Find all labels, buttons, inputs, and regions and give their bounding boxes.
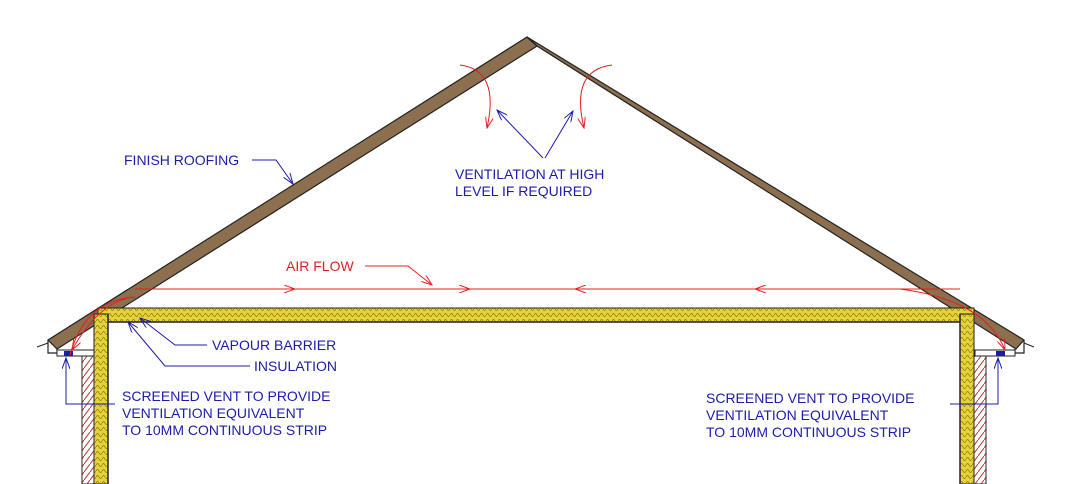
soffits bbox=[56, 349, 1016, 357]
vapour-barrier-label: VAPOUR BARRIER bbox=[212, 337, 336, 353]
ceiling-insulation bbox=[97, 307, 975, 323]
left-screened-vent bbox=[64, 351, 73, 356]
left-wall bbox=[81, 313, 109, 484]
air-flow-arrows bbox=[69, 64, 1005, 356]
vent-left-line3: TO 10MM CONTINUOUS STRIP bbox=[122, 422, 327, 438]
roof-rafters bbox=[36, 36, 1035, 354]
left-soffit bbox=[56, 349, 98, 357]
right-soffit bbox=[974, 349, 1016, 357]
air-flow-label: AIR FLOW bbox=[286, 258, 354, 274]
ventilation-label-line2: LEVEL IF REQUIRED bbox=[455, 183, 592, 199]
ventilation-label-line1: VENTILATION AT HIGH bbox=[455, 166, 604, 182]
finish-roofing-label: FINISH ROOFING bbox=[124, 152, 239, 168]
insulation-label: INSULATION bbox=[254, 358, 337, 374]
vent-left-line1: SCREENED VENT TO PROVIDE bbox=[122, 388, 331, 404]
right-screened-vent bbox=[996, 351, 1005, 356]
leaders bbox=[66, 110, 998, 405]
right-wall bbox=[959, 313, 987, 484]
vent-right-line1: SCREENED VENT TO PROVIDE bbox=[706, 390, 915, 406]
vent-right-line2: VENTILATION EQUIVALENT bbox=[706, 407, 889, 423]
vent-right-line3: TO 10MM CONTINUOUS STRIP bbox=[706, 424, 911, 440]
vent-left-line2: VENTILATION EQUIVALENT bbox=[122, 405, 305, 421]
right-rafter bbox=[526, 36, 1025, 350]
